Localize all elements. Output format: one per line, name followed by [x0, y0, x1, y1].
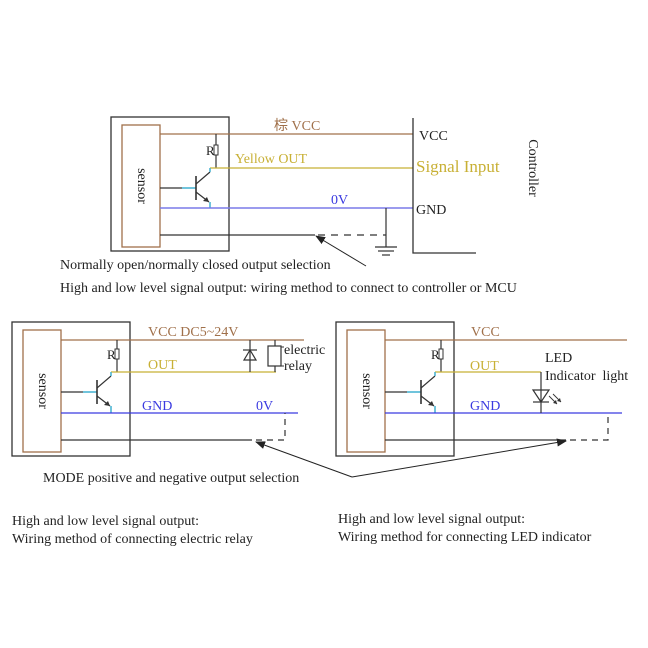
gnd-label: GND — [470, 399, 500, 414]
transistor-icon — [61, 372, 112, 413]
out-label: OUT — [470, 359, 499, 374]
led-label-2: Indicator light — [545, 369, 628, 384]
wire-label-0v: 0V — [331, 193, 348, 208]
led-label-1: LED — [545, 351, 572, 366]
controller-vcc-label: VCC — [419, 129, 448, 144]
ground-icon — [375, 208, 397, 256]
mode-label: MODE positive and negative output select… — [43, 471, 299, 486]
relay-label-1: electric — [284, 343, 325, 358]
relay-caption-1: High and low level signal output: — [12, 514, 199, 529]
mode-selection: MODE positive and negative output select… — [43, 438, 567, 486]
led-diagram: sensor R VCC OUT — [335, 321, 628, 545]
relay-label-2: relay — [284, 359, 312, 374]
vcc-label: VCC DC5~24V — [148, 325, 238, 340]
sensor-housing — [11, 321, 131, 457]
selection-arrow — [315, 235, 367, 267]
resistor-icon — [438, 348, 444, 360]
top-diagram: sensor R — [60, 116, 540, 296]
vcc-label: VCC — [471, 325, 500, 340]
sensor-label: sensor — [359, 373, 374, 409]
out-label: OUT — [148, 358, 177, 373]
mode-arrow-left — [255, 441, 353, 478]
diode-icon — [242, 340, 258, 372]
relay-coil-icon — [267, 340, 284, 372]
sensor-label: sensor — [134, 168, 149, 204]
controller-outline — [412, 118, 476, 254]
resistor-label: R — [431, 347, 440, 362]
controller-label: Controller — [525, 139, 540, 197]
transistor-icon — [385, 372, 436, 413]
sensor-housing — [335, 321, 455, 457]
led-icon — [531, 372, 562, 413]
wire-label-out: Yellow OUT — [235, 152, 308, 167]
sensor-housing — [110, 116, 230, 252]
selection-dashed — [256, 413, 286, 441]
sensor-box — [121, 124, 161, 248]
selection-dashed — [570, 413, 609, 441]
sensor-box — [22, 329, 62, 453]
led-caption-2: Wiring method for connecting LED indicat… — [338, 530, 592, 545]
resistor-label: R — [206, 143, 215, 158]
sensor-label: sensor — [35, 373, 50, 409]
wire-label-vcc: 棕 VCC — [274, 118, 320, 134]
selection-label: Normally open/normally closed output sel… — [60, 258, 331, 273]
top-caption: High and low level signal output: wiring… — [60, 281, 517, 296]
controller-gnd-label: GND — [416, 203, 446, 218]
resistor-icon — [213, 144, 219, 156]
led-caption-1: High and low level signal output: — [338, 512, 525, 527]
gnd-label: GND — [142, 399, 172, 414]
controller-signal-label: Signal Input — [416, 157, 500, 176]
resistor-label: R — [107, 347, 116, 362]
zero-v-label: 0V — [256, 399, 273, 414]
sensor-box — [346, 329, 386, 453]
transistor-icon — [160, 168, 211, 208]
relay-diagram: sensor R — [11, 321, 325, 547]
mode-arrow-right — [351, 438, 567, 478]
resistor-icon — [114, 348, 120, 360]
relay-caption-2: Wiring method of connecting electric rel… — [12, 532, 253, 547]
